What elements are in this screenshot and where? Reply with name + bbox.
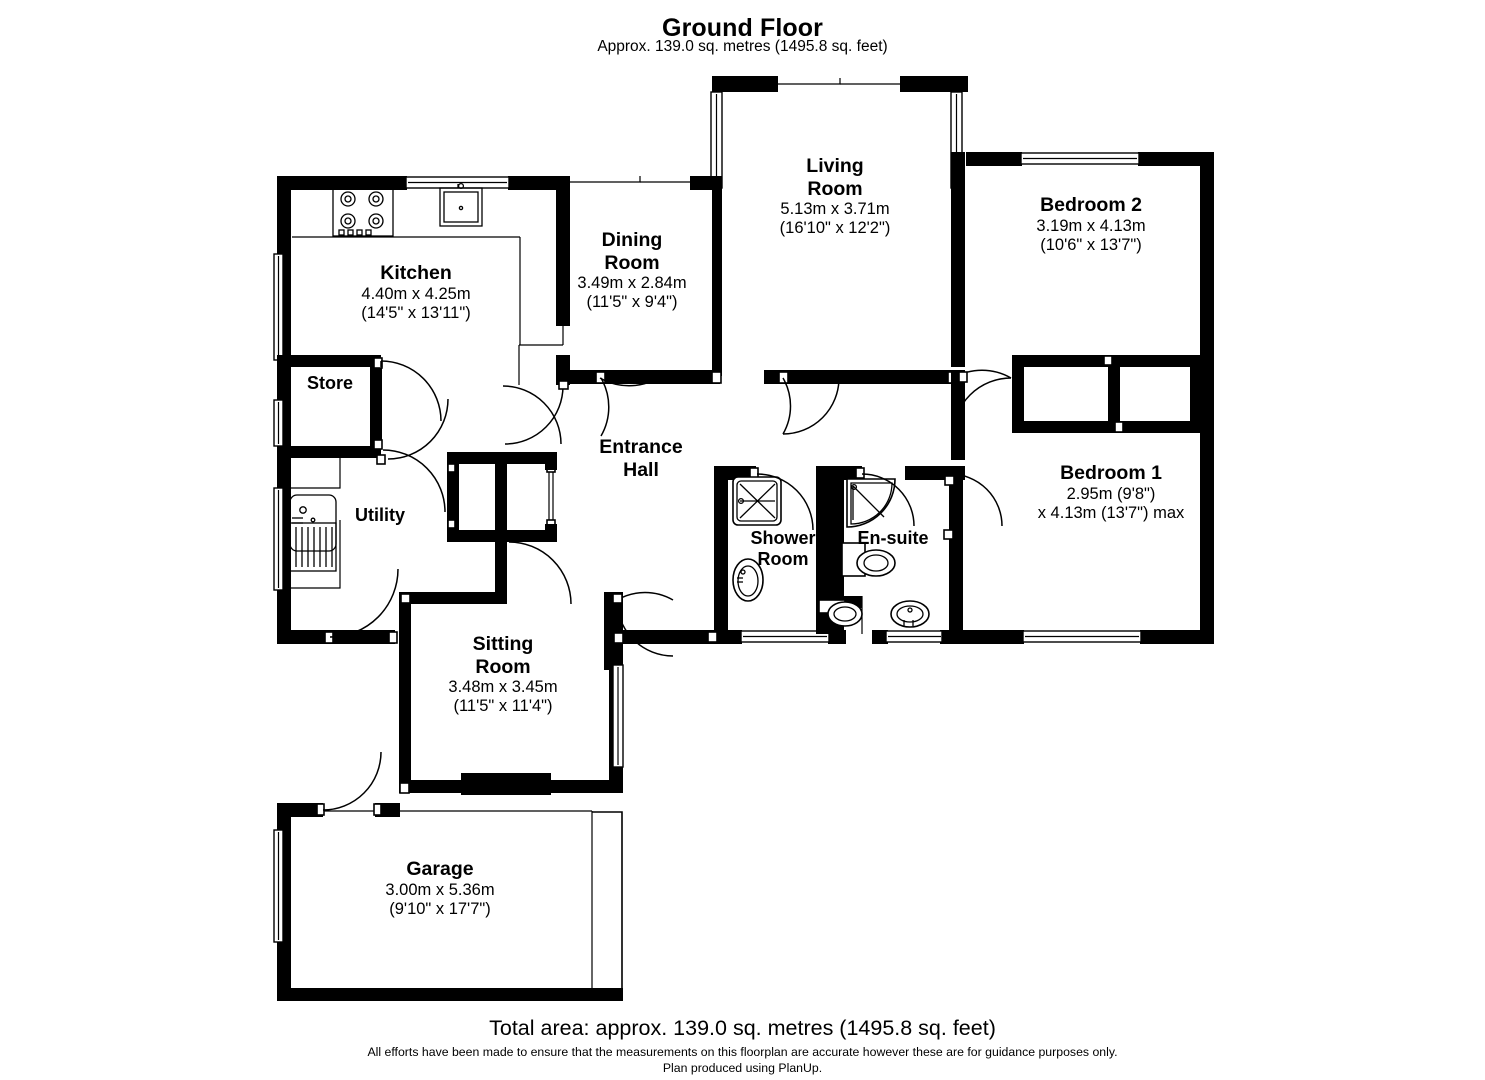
room-label-shower-room: Shower Room [712, 528, 854, 570]
dining-room-dim-imperial: (11'5" x 9'4") [586, 293, 678, 312]
interior-walls [277, 176, 1204, 795]
exterior-walls [273, 76, 1214, 670]
sitting-room-dim-imperial: (11'5" x 11'4") [453, 697, 553, 716]
garage-structure [273, 803, 623, 1001]
sitting-room-name-1: Sitting [472, 633, 534, 655]
basin-ensuite [890, 600, 930, 628]
room-label-store: Store [282, 373, 378, 394]
page-title: Ground Floor [662, 14, 823, 42]
utility-sink [289, 494, 337, 572]
kitchen-hob [332, 183, 394, 237]
living-room-name-2: Room [807, 177, 863, 200]
room-label-dining-room: Dining Room 3.49m x 2.84m (11'5" x 9'4") [537, 229, 727, 312]
store-window [273, 253, 284, 361]
shower-room-name-1: Shower [750, 528, 816, 548]
living-room-dim-metric: 5.13m x 3.71m [780, 200, 890, 219]
page-subtitle: Approx. 139.0 sq. metres (1495.8 sq. fee… [597, 38, 888, 55]
bedroom-2-dim-metric: 3.19m x 4.13m [1036, 216, 1146, 235]
garage-dim-metric: 3.00m x 5.36m [385, 880, 495, 899]
utility-drainer [289, 522, 337, 572]
sitting-room-window [612, 664, 624, 768]
ensuite-window [885, 630, 943, 643]
room-label-sitting-room: Sitting Room 3.48m x 3.45m (11'5" x 11'4… [408, 633, 598, 716]
bedroom1-window [1022, 630, 1142, 643]
living-room-name-1: Living [806, 155, 864, 177]
kitchen-sink [439, 182, 483, 227]
disclaimer-line-1: All efforts have been made to ensure tha… [367, 1045, 1118, 1059]
disclaimer-line-2: Plan produced using PlanUp. [662, 1061, 823, 1075]
garage-window [273, 829, 284, 943]
bedroom2-window [1020, 152, 1140, 165]
bedroom-1-dim-imperial: x 4.13m (13'7") max [1037, 503, 1185, 522]
kitchen-dim-imperial: (14'5" x 13'11") [361, 303, 471, 322]
bedroom-1-dim-metric: 2.95m (9'8") [1066, 484, 1156, 503]
door-swings [322, 360, 1012, 811]
entrance-hall-name-2: Hall [623, 458, 659, 481]
sitting-room-fireplace [461, 773, 551, 795]
kitchen-dim-metric: 4.40m x 4.25m [361, 284, 471, 303]
room-label-living-room: Living Room 5.13m x 3.71m (16'10" x 12'2… [741, 155, 929, 238]
basin-shower-room [732, 558, 764, 602]
bedroom-2-name: Bedroom 2 [1040, 194, 1142, 216]
dining-room-name-1: Dining [601, 229, 663, 251]
sitting-room-dim-metric: 3.48m x 3.45m [448, 678, 558, 697]
en-suite-name: En-suite [857, 528, 929, 548]
room-label-kitchen: Kitchen 4.40m x 4.25m (14'5" x 13'11") [296, 262, 536, 323]
dining-room-name-2: Room [604, 251, 660, 274]
room-label-utility: Utility [330, 505, 430, 526]
living-room-dim-imperial: (16'10" x 12'2") [779, 219, 891, 238]
store-window-lower [273, 399, 284, 447]
total-area-text: Total area: approx. 139.0 sq. metres (14… [489, 1016, 996, 1040]
room-label-en-suite: En-suite [828, 528, 958, 549]
dining-room-dim-metric: 3.49m x 2.84m [577, 274, 687, 293]
shower-room-name-2: Room [757, 548, 809, 569]
room-label-bedroom-2: Bedroom 2 3.19m x 4.13m (10'6" x 13'7") [985, 194, 1197, 255]
kitchen-name: Kitchen [380, 262, 452, 284]
utility-window [273, 487, 284, 591]
utility-name: Utility [354, 505, 405, 525]
shower-tray-ensuite [846, 478, 896, 528]
wc-shower-room [818, 599, 863, 627]
sitting-room-name-2: Room [475, 655, 531, 678]
garage-dim-imperial: (9'10" x 17'7") [389, 899, 491, 918]
room-label-entrance-hall: Entrance Hall [576, 436, 706, 481]
bedroom-1-name: Bedroom 1 [1060, 462, 1162, 484]
door-jambs [376, 371, 968, 644]
shower-tray-shower-room [732, 476, 782, 526]
store-name: Store [306, 373, 353, 393]
bedroom-2-dim-imperial: (10'6" x 13'7") [1040, 235, 1142, 254]
wc-ensuite [841, 542, 896, 577]
room-label-bedroom-1: Bedroom 1 2.95m (9'8") x 4.13m (13'7") m… [985, 462, 1237, 523]
shower-room-fixtures [732, 476, 863, 627]
room-label-garage: Garage 3.00m x 5.36m (9'10" x 17'7") [345, 858, 535, 919]
garage-name: Garage [406, 858, 474, 880]
shower-room-window [740, 630, 830, 643]
entrance-hall-name-1: Entrance [599, 436, 683, 458]
ensuite-fixtures [841, 478, 930, 628]
living-room-window-left [710, 91, 723, 189]
